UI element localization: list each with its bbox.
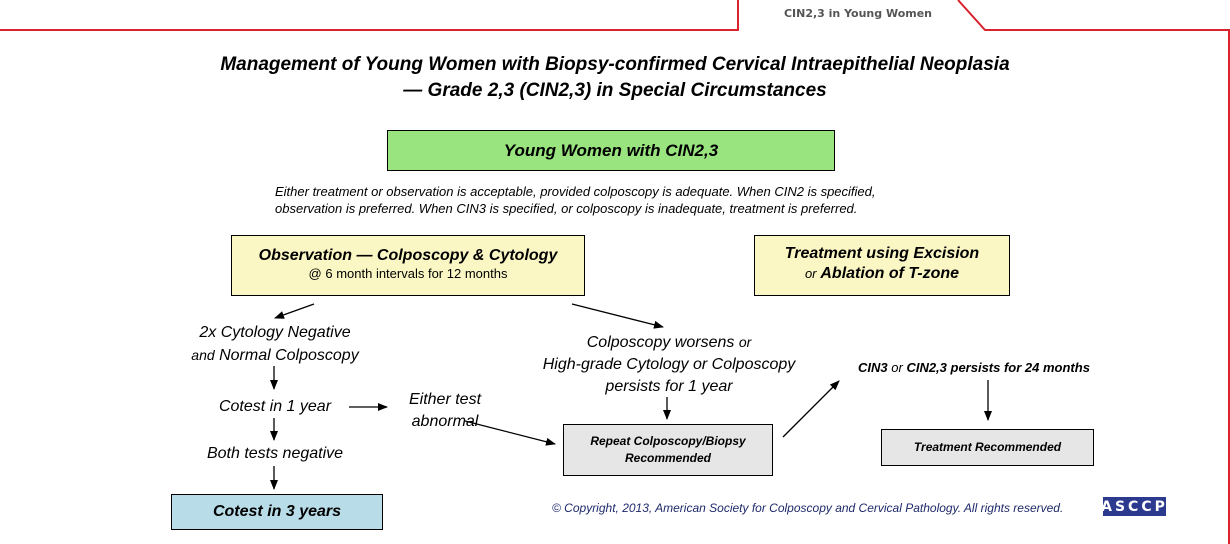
- root-node: Young Women with CIN2,3: [387, 130, 835, 171]
- cin3-persists-label: CIN2,3 persists for 24 months: [906, 360, 1090, 375]
- guidance-note-line2: observation is preferred. When CIN3 is s…: [275, 201, 858, 216]
- treatment-node: Treatment using Excision or Ablation of …: [754, 235, 1010, 296]
- repeat-line1: Repeat Colposcopy/Biopsy: [590, 434, 746, 448]
- arrow-obs-to-worsens: [571, 303, 664, 329]
- worsens-line1: Colposcopy worsens: [586, 334, 735, 351]
- asccp-logo: ASCCP: [1101, 497, 1168, 516]
- guidance-note: Either treatment or observation is accep…: [275, 183, 975, 217]
- treatment-recommended-node: Treatment Recommended: [881, 429, 1094, 466]
- guidance-note-line1: Either treatment or observation is accep…: [275, 184, 876, 199]
- cin3-label: CIN3: [858, 360, 888, 375]
- arrow-abnormal-to-repeat: [464, 420, 556, 446]
- treatment-or: or: [804, 266, 817, 281]
- negative-line2: Normal Colposcopy: [219, 347, 359, 364]
- arrow-repeat-to-cin3: [782, 380, 840, 438]
- cotest-1yr-node: Cotest in 1 year: [218, 398, 332, 415]
- cin3-persists-node: CIN3 or CIN2,3 persists for 24 months: [858, 360, 1090, 375]
- cin3-or: or: [891, 360, 903, 375]
- section-tab-label: CIN2,3 in Young Women: [783, 7, 933, 20]
- both-negative-node: Both tests negative: [206, 445, 344, 462]
- observation-title: Observation — Colposcopy & Cytology: [258, 247, 558, 264]
- repeat-line2: Recommended: [624, 451, 712, 465]
- either-abnormal-node: Either test abnormal: [390, 389, 500, 433]
- arrow-obs-to-negative: [274, 303, 315, 319]
- negative-line1: 2x Cytology Negative: [199, 324, 351, 341]
- either-abnormal-line1: Either test: [408, 391, 482, 408]
- either-abnormal-line2: abnormal: [411, 413, 479, 430]
- worsens-node: Colposcopy worsens or High-grade Cytolog…: [510, 331, 828, 398]
- negative-and: and: [191, 347, 215, 363]
- treatment-line2: Ablation of T-zone: [820, 265, 960, 282]
- observation-node: Observation — Colposcopy & Cytology @ 6 …: [231, 235, 585, 296]
- cotest-3yr-node: Cotest in 3 years: [171, 494, 383, 530]
- worsens-line3: persists for 1 year: [605, 378, 733, 395]
- worsens-or: or: [738, 334, 752, 350]
- treatment-line1: Treatment using Excision: [784, 245, 980, 262]
- observation-interval: @ 6 month intervals for 12 months: [308, 266, 508, 281]
- page-subtitle: — Grade 2,3 (CIN2,3) in Special Circumst…: [403, 80, 827, 101]
- worsens-line2: High-grade Cytology or Colposcopy: [542, 356, 796, 373]
- negative-node: 2x Cytology Negative and Normal Colposco…: [170, 322, 380, 367]
- page-title: Management of Young Women with Biopsy-co…: [220, 54, 1010, 75]
- copyright-notice: © Copyright, 2013, American Society for …: [552, 501, 1064, 515]
- repeat-colposcopy-node: Repeat Colposcopy/Biopsy Recommended: [563, 424, 773, 476]
